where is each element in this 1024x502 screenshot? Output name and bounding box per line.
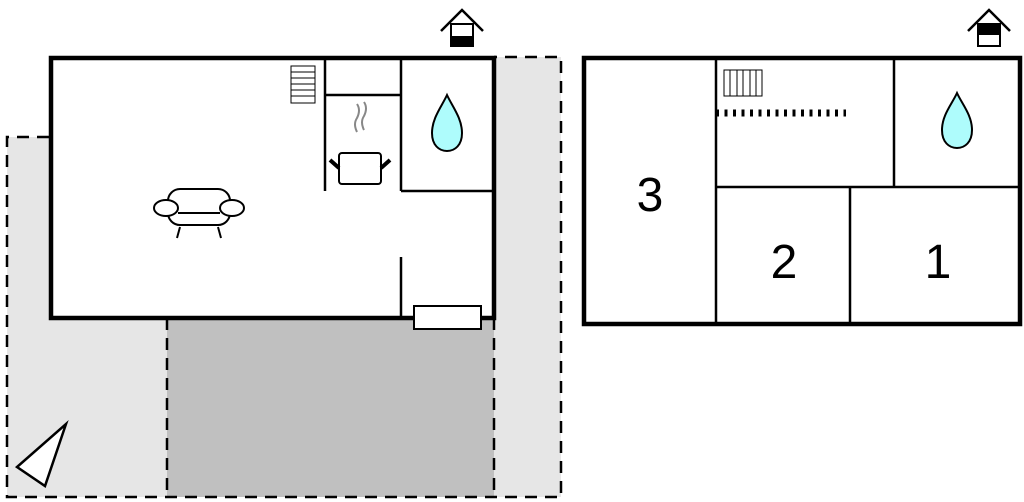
- upper-floor-outline: [581, 55, 1023, 327]
- ground-floor-outline: [48, 55, 497, 321]
- property-boundary: [5, 55, 563, 499]
- entrance-mat: [413, 305, 482, 330]
- stairs-icon: [290, 65, 316, 104]
- terrace-area: [167, 318, 494, 497]
- ground-floor-house-icon: [440, 8, 484, 47]
- interior-walls: [323, 58, 493, 318]
- cooking-pot-icon: [328, 101, 392, 185]
- upper-interior-walls: [714, 58, 1019, 324]
- north-arrow-icon: [14, 419, 69, 488]
- room-label-1: 1: [925, 236, 952, 289]
- water-drop-icon: [430, 92, 464, 153]
- water-drop-icon: [940, 90, 974, 150]
- stairs-icon: [723, 69, 763, 97]
- upper-floor-house-icon: [967, 8, 1011, 47]
- room-label-2: 2: [771, 236, 798, 289]
- room-label-3: 3: [637, 169, 664, 222]
- sofa-icon: [153, 188, 245, 239]
